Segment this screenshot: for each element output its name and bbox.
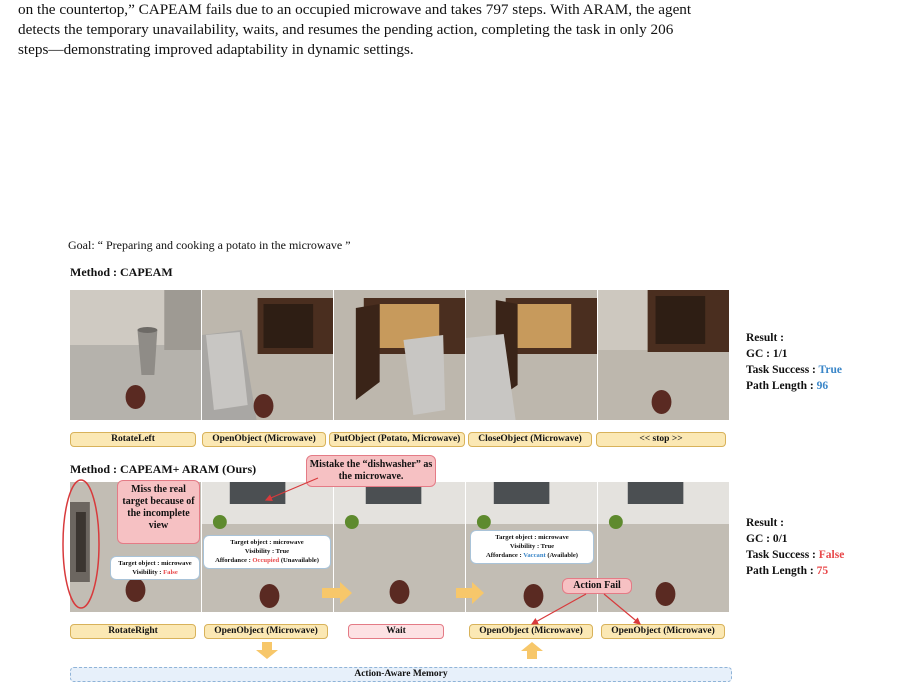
info1-visibility: Visibility : False bbox=[132, 569, 178, 576]
capeam-result: Result : GC : 1/1 Task Success : True Pa… bbox=[746, 330, 842, 394]
info3-affordance: Affordance : Vaccant (Available) bbox=[485, 552, 578, 559]
capeam-result-success: Task Success : True bbox=[746, 364, 842, 376]
capeam-frame-3 bbox=[334, 290, 466, 420]
aram-result-path: Path Length : 75 bbox=[746, 565, 829, 577]
capeam-frame-5 bbox=[598, 290, 730, 420]
aram-result: Result : GC : 0/1 Task Success : False P… bbox=[746, 515, 844, 579]
aram-action-1: RotateRight bbox=[70, 624, 196, 639]
down-arrow-icon bbox=[256, 642, 278, 659]
aram-action-2: OpenObject (Microwave) bbox=[204, 624, 328, 639]
info1-target: Target object : microwave bbox=[118, 560, 192, 567]
capeam-action-4: CloseObject (Microwave) bbox=[468, 432, 592, 447]
caption-line-3: steps—demonstrating improved adaptabilit… bbox=[18, 41, 414, 58]
method-aram-label: Method : CAPEAM+ ARAM (Ours) bbox=[70, 462, 257, 476]
capeam-action-5: << stop >> bbox=[596, 432, 726, 447]
aram-frame-3 bbox=[334, 482, 466, 612]
aram-result-gc: GC : 0/1 bbox=[746, 533, 788, 545]
method-capeam-label: Method : CAPEAM bbox=[70, 265, 173, 279]
capeam-result-gc: GC : 1/1 bbox=[746, 348, 788, 360]
info3-visibility: Visibility : True bbox=[509, 543, 555, 550]
aram-result-title: Result : bbox=[746, 517, 785, 529]
memory-info-1: Target object : microwave Visibility : F… bbox=[110, 556, 200, 580]
memory-info-3: Target object : microwave Visibility : T… bbox=[470, 530, 594, 564]
aram-result-success: Task Success : False bbox=[746, 549, 845, 561]
capeam-frame-1 bbox=[70, 290, 202, 420]
capeam-frame-2 bbox=[202, 290, 334, 420]
action-aware-memory: Action-Aware Memory bbox=[70, 667, 732, 682]
note-mistake-dishwasher: Mistake the “dishwasher” as the microwav… bbox=[306, 455, 436, 487]
capeam-result-title: Result : bbox=[746, 332, 785, 344]
capeam-action-3: PutObject (Potato, Microwave) bbox=[329, 432, 465, 447]
capeam-action-2: OpenObject (Microwave) bbox=[202, 432, 326, 447]
capeam-frame-4 bbox=[466, 290, 598, 420]
figure-goal: Goal: “ Preparing and cooking a potato i… bbox=[68, 238, 351, 252]
memory-info-2: Target object : microwave Visibility : T… bbox=[203, 535, 331, 569]
aram-action-4: OpenObject (Microwave) bbox=[469, 624, 593, 639]
paper-caption: on the countertop,” CAPEAM fails due to … bbox=[18, 0, 904, 60]
caption-line-1: on the countertop,” CAPEAM fails due to … bbox=[18, 1, 692, 18]
info2-affordance: Affordance : Occupied (Unavailable) bbox=[215, 557, 319, 564]
note-action-fail: Action Fail bbox=[562, 578, 632, 594]
aram-frame-5 bbox=[598, 482, 730, 612]
caption-line-2: detects the temporary unavailability, wa… bbox=[18, 21, 674, 38]
aram-action-wait: Wait bbox=[348, 624, 444, 639]
info2-visibility: Visibility : True bbox=[244, 548, 290, 555]
note-miss-target: Miss the real target because of the inco… bbox=[117, 480, 200, 544]
info3-target: Target object : microwave bbox=[495, 534, 569, 541]
info2-target: Target object : microwave bbox=[230, 539, 304, 546]
capeam-result-path: Path Length : 96 bbox=[746, 380, 829, 392]
aram-action-5: OpenObject (Microwave) bbox=[601, 624, 725, 639]
up-arrow-icon bbox=[521, 642, 543, 659]
capeam-action-1: RotateLeft bbox=[70, 432, 196, 447]
